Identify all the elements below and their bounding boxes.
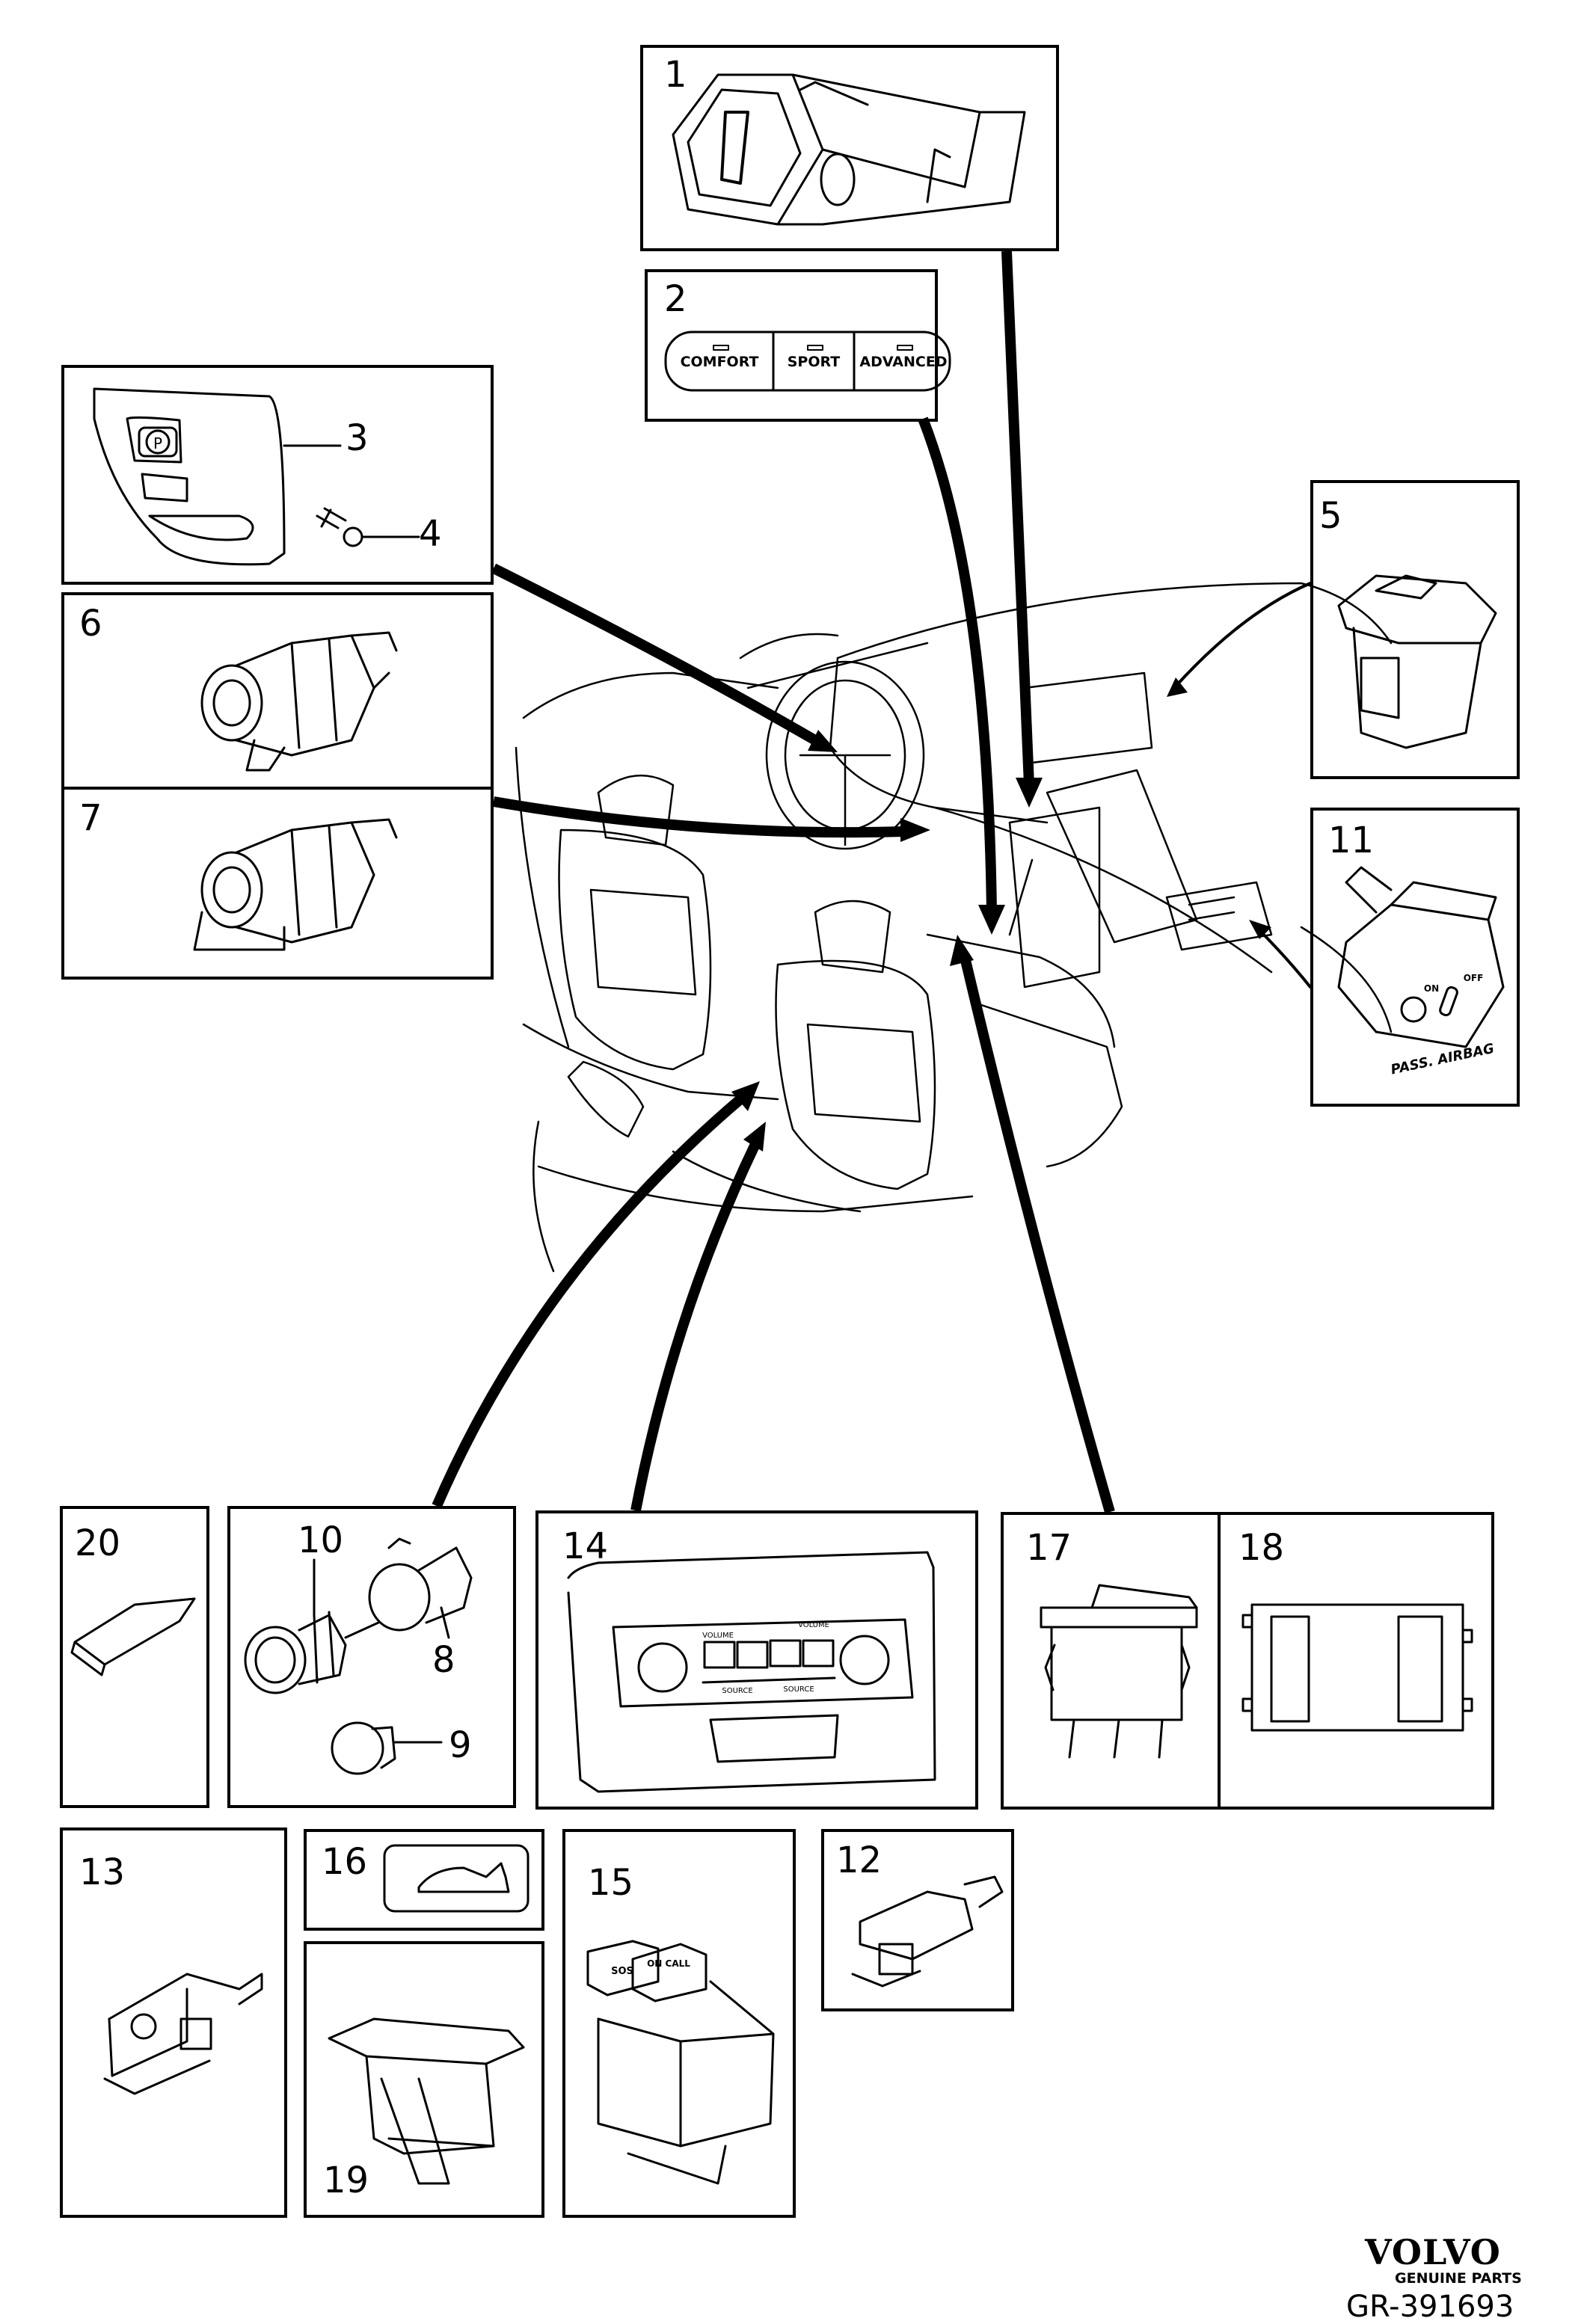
part-number-14: 14 <box>562 1525 609 1567</box>
genuine-parts-label: GENUINE PARTS <box>1395 2270 1522 2287</box>
part-number-7: 7 <box>79 797 102 839</box>
part-number-2: 2 <box>664 278 687 320</box>
comfort-label: COMFORT <box>681 354 759 370</box>
part-7-frame <box>61 787 494 980</box>
advanced-label: ADVANCED <box>859 354 947 370</box>
drive-mode-panel <box>664 331 951 392</box>
rear-control-panel <box>567 1551 936 1793</box>
drawn-labels: COMFORT SPORT ADVANCED P PASS. AIRBAG ON… <box>153 354 1496 1977</box>
sport-label: SPORT <box>788 354 841 370</box>
part-18-frame <box>1218 1512 1494 1810</box>
volvo-logo: VOLVO <box>1365 2232 1501 2272</box>
part-number-16: 16 <box>322 1841 368 1883</box>
ignition-switch-7 <box>193 818 398 951</box>
part-8-10-frame <box>227 1506 516 1808</box>
trunk-button <box>383 1844 530 1913</box>
airbag-off-label: OFF <box>1464 973 1484 983</box>
airbag-switch-drawing <box>1337 866 1505 1048</box>
part-number-10: 10 <box>298 1519 344 1561</box>
part-number-3: 3 <box>346 417 369 459</box>
rocker-switch <box>1040 1584 1198 1759</box>
part-3-4-frame <box>61 365 494 585</box>
part-number-1: 1 <box>664 54 687 96</box>
part-number-8: 8 <box>432 1639 455 1681</box>
part-number-4: 4 <box>419 513 442 555</box>
part-number-20: 20 <box>75 1522 121 1564</box>
part-number-19: 19 <box>323 2159 369 2201</box>
reference-number: GR-391693 <box>1346 2290 1514 2324</box>
socket-parts <box>244 1537 473 1775</box>
leader-arrows <box>432 250 1115 1513</box>
part-19-frame <box>304 1941 544 2218</box>
on-call-label: ON CALL <box>647 1958 690 1969</box>
part-number-9: 9 <box>449 1724 472 1766</box>
hazard-switch-drawing <box>672 73 1026 226</box>
park-label: P <box>153 434 162 452</box>
part-number-13: 13 <box>79 1851 126 1893</box>
car-interior-sketch <box>515 582 1393 1273</box>
part-20-frame <box>60 1506 209 1808</box>
volume-label-1: VOLUME <box>702 1632 734 1640</box>
part-number-6: 6 <box>79 603 102 645</box>
part-12-frame <box>821 1829 1014 2011</box>
switch-19 <box>328 2017 525 2185</box>
part-number-15: 15 <box>588 1862 634 1904</box>
source-label-2: SOURCE <box>783 1685 814 1694</box>
tape-strip <box>70 1597 196 1676</box>
part-number-11: 11 <box>1328 820 1375 861</box>
arrow-heads <box>731 677 1271 1152</box>
part-1-frame <box>640 45 1059 251</box>
part-number-12: 12 <box>836 1839 883 1881</box>
leader-arrows-thin <box>1173 582 1312 989</box>
ignition-switch-6 <box>200 631 398 772</box>
part-5-frame <box>1310 480 1520 779</box>
switch-13 <box>103 1973 263 2095</box>
source-label-1: SOURCE <box>722 1687 752 1695</box>
part-11-frame <box>1310 808 1520 1107</box>
part-15-frame <box>562 1829 796 2218</box>
part-2-frame <box>645 269 938 422</box>
blank-module <box>1241 1603 1473 1732</box>
sos-oncall-switch <box>586 1940 775 2185</box>
airbag-on-label: ON <box>1424 983 1439 994</box>
part-13-frame <box>60 1827 287 2218</box>
volume-label-2: VOLUME <box>798 1621 829 1629</box>
pass-airbag-label: PASS. AIRBAG <box>1390 1041 1496 1078</box>
part-5-switch <box>1337 574 1497 749</box>
switch-12 <box>851 1875 1004 1988</box>
parking-brake-panel <box>93 387 420 566</box>
part-number-18: 18 <box>1238 1527 1285 1569</box>
part-number-17: 17 <box>1026 1527 1072 1569</box>
part-number-5: 5 <box>1319 495 1342 537</box>
sos-label: SOS <box>611 1966 633 1977</box>
